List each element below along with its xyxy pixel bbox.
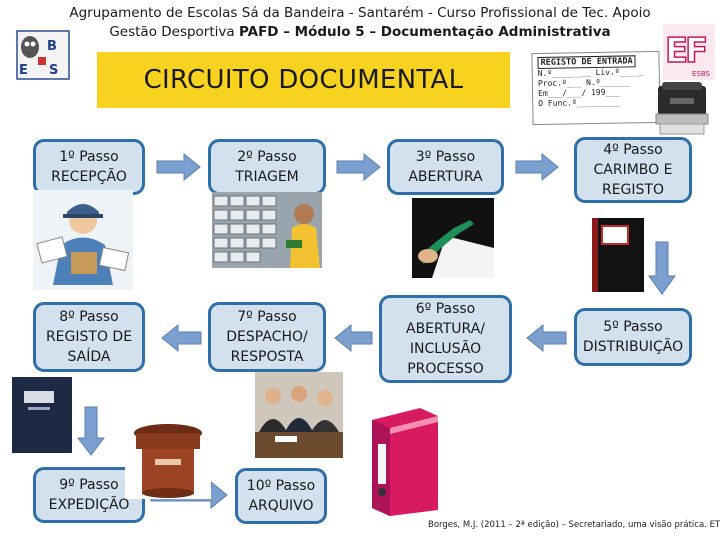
arrow-2-to-3 <box>337 154 380 180</box>
registration-stamp-card: REGISTO DE ENTRADA N.º________ Liv.º____… <box>531 51 660 125</box>
arrow-8-to-9 <box>78 407 104 455</box>
step-2-triage: 2º Passo TRIAGEM <box>208 139 326 195</box>
header-line-1: Agrupamento de Escolas Sá da Bandeira - … <box>0 4 720 23</box>
step-1-reception: 1º Passo RECEPÇÃO <box>33 139 145 195</box>
logo-left-letter-s: S <box>49 63 58 78</box>
logo-right-small: ESBS <box>692 70 711 78</box>
letter-opener-picture <box>412 198 494 278</box>
header-line-2-plain: Gestão Desportiva <box>109 24 239 40</box>
step-10-archive: 10º Passo ARQUIVO <box>235 468 327 524</box>
step-4-stamp-and-register: 4º Passo CARIMBO E REGISTO <box>574 137 692 203</box>
mailbox-picture <box>125 415 211 499</box>
register-book-picture <box>592 218 644 292</box>
step-3-opening: 3º Passo ABERTURA <box>387 139 504 195</box>
header-line-2-bold: PAFD – Módulo 5 – Documentação Administr… <box>239 24 611 40</box>
logo-left-letter-b: B <box>47 39 57 54</box>
arrow-6-to-7 <box>335 325 372 351</box>
step-8-exit-register: 8º Passo REGISTO DE SAÍDA <box>33 302 145 372</box>
stamp-card-line: O Func.º_________ <box>538 97 654 109</box>
course-logo: E F ESBS <box>663 24 715 80</box>
mail-sorting-picture <box>212 192 322 268</box>
header-line-2: Gestão Desportiva PAFD – Módulo 5 – Docu… <box>0 23 720 42</box>
page-title: CIRCUITO DOCUMENTAL <box>97 52 510 108</box>
meeting-picture <box>255 372 343 458</box>
arrow-7-to-8 <box>162 325 201 351</box>
logo-left-letter-e: E <box>19 63 28 78</box>
document-folder-picture <box>12 377 72 453</box>
school-logo: B E S <box>16 30 70 80</box>
step-6-opening-inclusion: 6º Passo ABERTURA/ INCLUSÃO PROCESSO <box>379 295 512 383</box>
step-7-dispatch-reply: 7º Passo DESPACHO/ RESPOSTA <box>208 302 326 372</box>
binder-picture <box>342 400 458 516</box>
arrow-3-to-4 <box>516 154 558 180</box>
arrow-5-to-6 <box>527 325 566 351</box>
header: Agrupamento de Escolas Sá da Bandeira - … <box>0 4 720 42</box>
rubber-stamp-picture <box>652 78 712 138</box>
logo-right-letter-f: F <box>685 31 708 71</box>
step-5-distribution: 5º Passo DISTRIBUIÇÃO <box>574 308 692 366</box>
arrow-1-to-2 <box>157 154 200 180</box>
citation: Borges, M.J. (2011 – 2ª edição) – Secret… <box>428 520 718 530</box>
arrow-4-to-5 <box>649 242 675 294</box>
postman-picture <box>33 190 133 290</box>
